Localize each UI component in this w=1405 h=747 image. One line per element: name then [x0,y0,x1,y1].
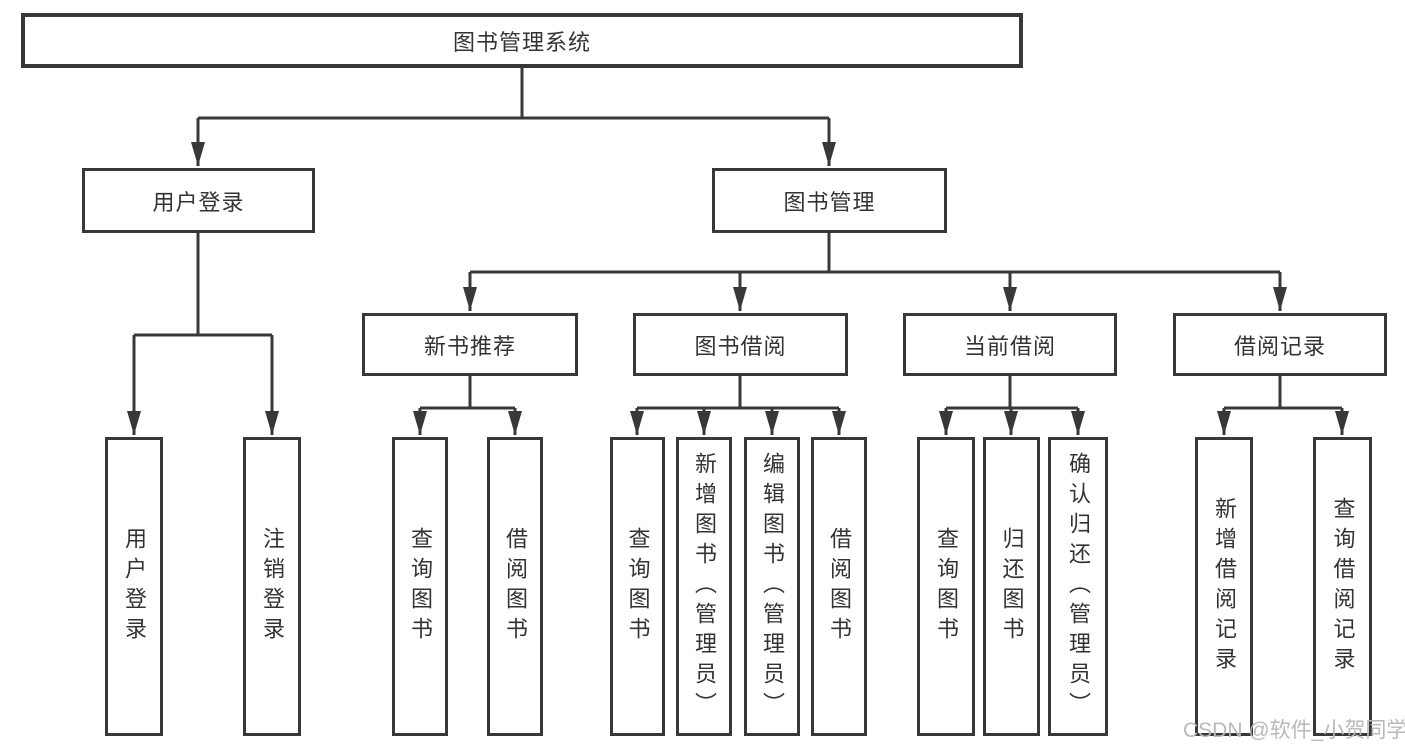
node-label: 用户登录 [152,189,245,215]
leaf-label: 确认归还（管理员） [1066,451,1091,722]
node-book-management: 图书管理 [712,168,947,233]
leaf-label: 查询借阅记录 [1330,496,1356,677]
leaf-label: 用户登录 [122,526,147,647]
leaf-label: 查询图书 [625,526,651,647]
leaf-label: 新增借阅记录 [1212,496,1237,677]
leaf-label: 编辑图书（管理员） [760,451,785,722]
leaf-add-borrow-record: 新增借阅记录 [1195,437,1253,736]
leaf-logout-login: 注销登录 [243,437,301,736]
leaf-confirm-return-admin: 确认归还（管理员） [1048,437,1108,736]
leaf-query-books-recommend: 查询图书 [392,437,448,736]
leaf-query-books-borrow: 查询图书 [610,437,665,736]
node-label: 图书管理 [783,189,876,215]
leaf-label: 借阅图书 [503,526,528,647]
connector-book-management-to-level2 [463,233,1287,311]
connector-user-login-to-leaves [127,233,279,435]
node-label: 图书管理系统 [452,29,591,55]
leaf-label: 新增图书（管理员） [692,451,717,722]
leaf-return-books: 归还图书 [983,437,1040,736]
leaf-add-books-admin: 新增图书（管理员） [676,437,732,736]
leaf-query-books-current: 查询图书 [917,437,975,736]
node-label: 新书推荐 [423,333,516,359]
node-label: 借阅记录 [1233,333,1326,359]
node-label: 当前借阅 [963,333,1056,359]
connector-recommend-to-leaves [413,376,522,435]
leaf-user-login: 用户登录 [105,437,163,736]
node-user-login: 用户登录 [82,168,315,233]
connector-borrowing-to-leaves [630,376,846,435]
leaf-borrow-books-recommend: 借阅图书 [487,437,543,736]
leaf-label: 归还图书 [999,526,1025,647]
leaf-borrow-books-borrow: 借阅图书 [811,437,867,736]
connector-root-to-level1 [191,68,836,166]
leaf-edit-books-admin: 编辑图书（管理员） [744,437,800,736]
connector-records-to-leaves [1217,376,1349,435]
connector-current-to-leaves [939,376,1085,435]
node-borrowing-records: 借阅记录 [1173,313,1387,376]
leaf-label: 借阅图书 [827,526,852,647]
leaf-query-borrow-record: 查询借阅记录 [1313,437,1372,736]
node-new-book-recommend: 新书推荐 [362,313,578,376]
node-current-borrowing: 当前借阅 [903,313,1117,376]
node-book-borrowing: 图书借阅 [633,313,848,376]
leaf-label: 注销登录 [260,526,285,647]
csdn-watermark: CSDN @软件_小贺同学 [1183,719,1405,742]
node-library-management-system: 图书管理系统 [21,13,1023,68]
leaf-label: 查询图书 [408,526,433,647]
node-label: 图书借阅 [694,333,787,359]
leaf-label: 查询图书 [934,526,959,647]
